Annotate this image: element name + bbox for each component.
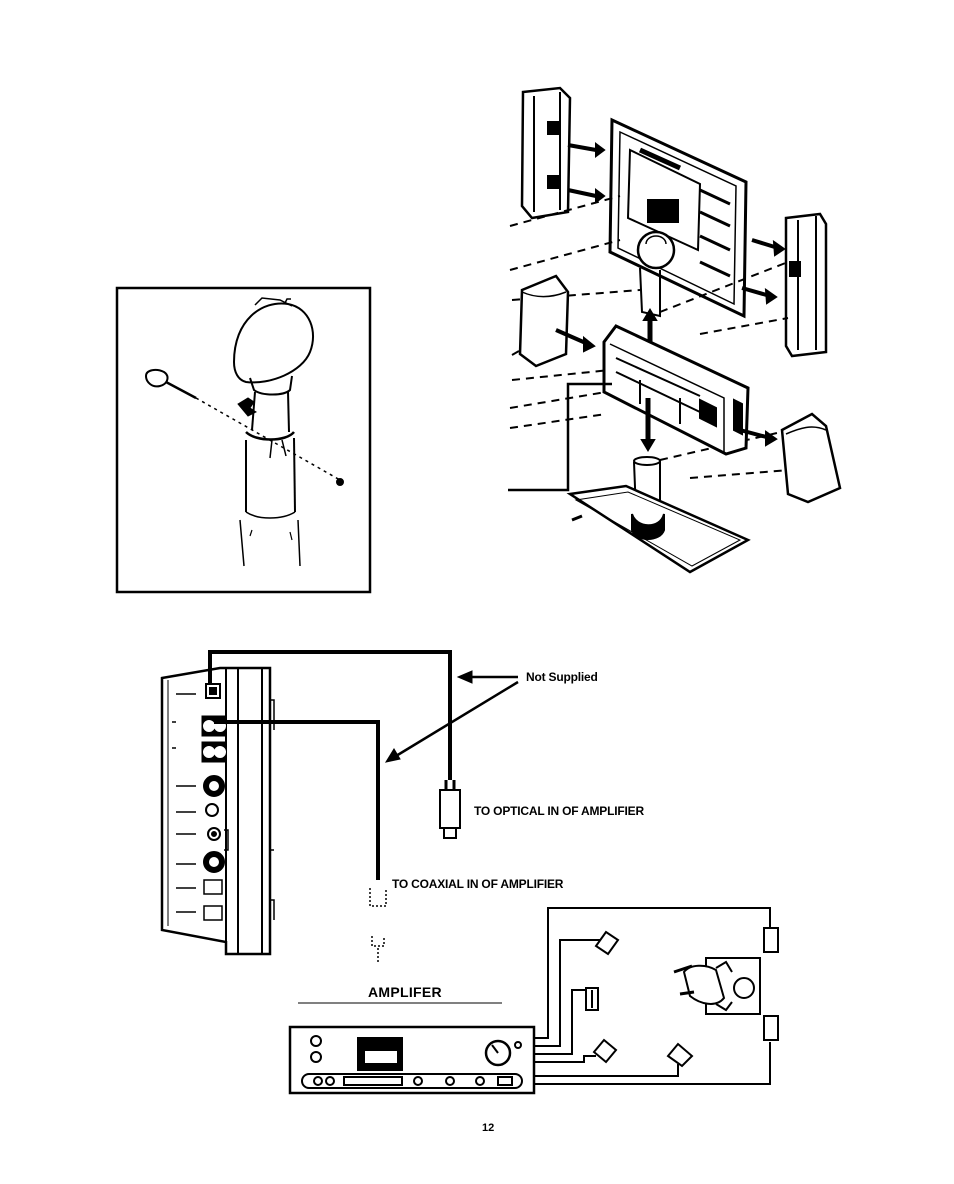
to-optical-label: TO OPTICAL IN OF AMPLIFIER — [474, 804, 644, 818]
page-number: 12 — [482, 1122, 494, 1134]
amplifier-icon — [290, 1003, 534, 1093]
mounting-pin-detail-icon — [117, 288, 370, 592]
not-supplied-label: Not Supplied — [526, 670, 598, 684]
coaxial-connector-icon — [370, 888, 386, 962]
tv-speaker-stand-assembly-icon — [508, 88, 840, 572]
amplifier-title: AMPLIFER — [368, 984, 442, 1000]
optical-connector-icon — [440, 780, 460, 838]
to-coaxial-label: TO COAXIAL IN OF AMPLIFIER — [392, 877, 563, 891]
rear-io-panel-icon — [162, 668, 274, 954]
listener-icon — [674, 958, 760, 1014]
